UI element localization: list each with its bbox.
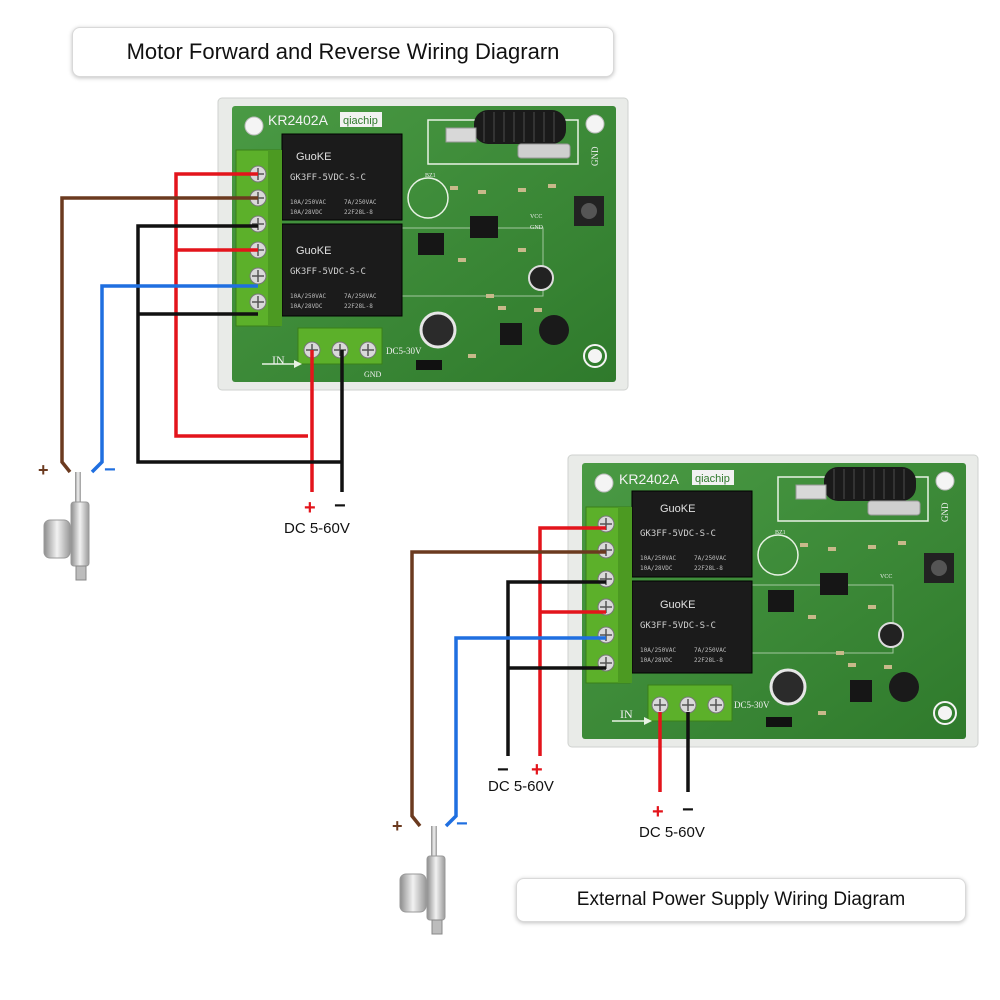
minus-sign-supply-bottom-right: − [682,799,694,821]
vcc-label-top: VCC [530,214,542,220]
minus-sign-supply-top: − [334,495,346,517]
minus-sign-supply-bottom-left: − [497,759,509,781]
wire-blue-bottom [444,636,606,828]
relay-brand-bottom-1: GuoKE [660,503,695,515]
relay-rating-top-1d: 22F28L-8 [344,209,373,216]
gnd-label-top-pin: GND [530,225,544,231]
relay-rating-top-1c: 10A/28VDC [290,209,323,216]
relay-rating-bottom-1a: 10A/250VAC [640,555,677,562]
minus-sign-actuator-bottom: − [456,813,468,835]
board-model-bottom: KR2402A [619,471,680,487]
dc-supply-label-bottom-right: DC 5-60V [639,824,705,841]
relay-rating-top-2a: 10A/250VAC [290,293,327,300]
wire-black-top-1 [136,224,342,464]
plus-sign-supply-top: + [304,497,316,519]
wire-black-bottom-1 [506,580,606,756]
relay-brand-bottom-2: GuoKE [660,599,695,611]
dc-supply-label-top: DC 5-60V [284,520,350,537]
wire-red-top-1 [174,172,308,438]
minus-sign-actuator-top: − [104,459,116,481]
relay-part-top-2: GK3FF-5VDC-S-C [290,267,366,277]
wire-brown-top [60,196,258,474]
bz-label-bottom: BZ1 [775,530,786,536]
wire-brown-bottom [410,550,606,828]
relay-rating-top-2d: 22F28L-8 [344,303,373,310]
relay-rating-bottom-2b: 7A/250VAC [694,647,727,654]
relay-part-bottom-2: GK3FF-5VDC-S-C [640,621,716,631]
bz-label-top: BZ1 [425,173,436,179]
board-top [216,96,630,392]
relay-rating-top-1b: 7A/250VAC [344,199,377,206]
caption-bottom: External Power Supply Wiring Diagram [516,878,966,922]
plus-sign-supply-bottom-left: + [531,759,543,781]
relay-rating-bottom-2d: 22F28L-8 [694,657,723,664]
relay-rating-top-1a: 10A/250VAC [290,199,327,206]
relay-rating-bottom-1c: 10A/28VDC [640,565,673,572]
vcc-label-bottom: VCC [880,574,892,580]
in-label-top: IN [272,353,285,367]
gnd-label-top-in: GND [364,370,382,379]
relay-rating-bottom-2a: 10A/250VAC [640,647,677,654]
relay-rating-top-2c: 10A/28VDC [290,303,323,310]
caption-top: Motor Forward and Reverse Wiring Diagrar… [72,27,614,77]
wires-top [60,172,344,492]
gnd-label-bottom-side: GND [940,502,950,522]
gnd-label-top-side: GND [590,146,600,166]
relay-rating-bottom-1b: 7A/250VAC [694,555,727,562]
relay-brand-top-2: GuoKE [296,245,331,257]
relay-rating-top-2b: 7A/250VAC [344,293,377,300]
dc-range-bottom: DC5-30V [734,700,770,710]
wires-bottom [410,526,690,828]
board-model-top: KR2402A [268,112,329,128]
wire-blue-top [90,284,258,474]
relay-brand-top-1: GuoKE [296,151,331,163]
linear-actuator-top [43,471,90,581]
plus-sign-actuator-top: + [38,460,49,480]
board-brand-top: qiachip [343,115,378,127]
relay-part-bottom-1: GK3FF-5VDC-S-C [640,529,716,539]
dc-supply-label-bottom-left: DC 5-60V [488,778,554,795]
in-label-bottom: IN [620,707,633,721]
linear-actuator-bottom [399,825,446,935]
wire-red-bottom-1 [538,526,606,756]
relay-part-top-1: GK3FF-5VDC-S-C [290,173,366,183]
dc-range-top: DC5-30V [386,346,422,356]
board-bottom [566,453,980,749]
plus-sign-supply-bottom-right: + [652,801,664,823]
plus-sign-actuator-bottom: + [392,816,403,836]
board-brand-bottom: qiachip [695,473,730,485]
relay-rating-bottom-1d: 22F28L-8 [694,565,723,572]
relay-rating-bottom-2c: 10A/28VDC [640,657,673,664]
